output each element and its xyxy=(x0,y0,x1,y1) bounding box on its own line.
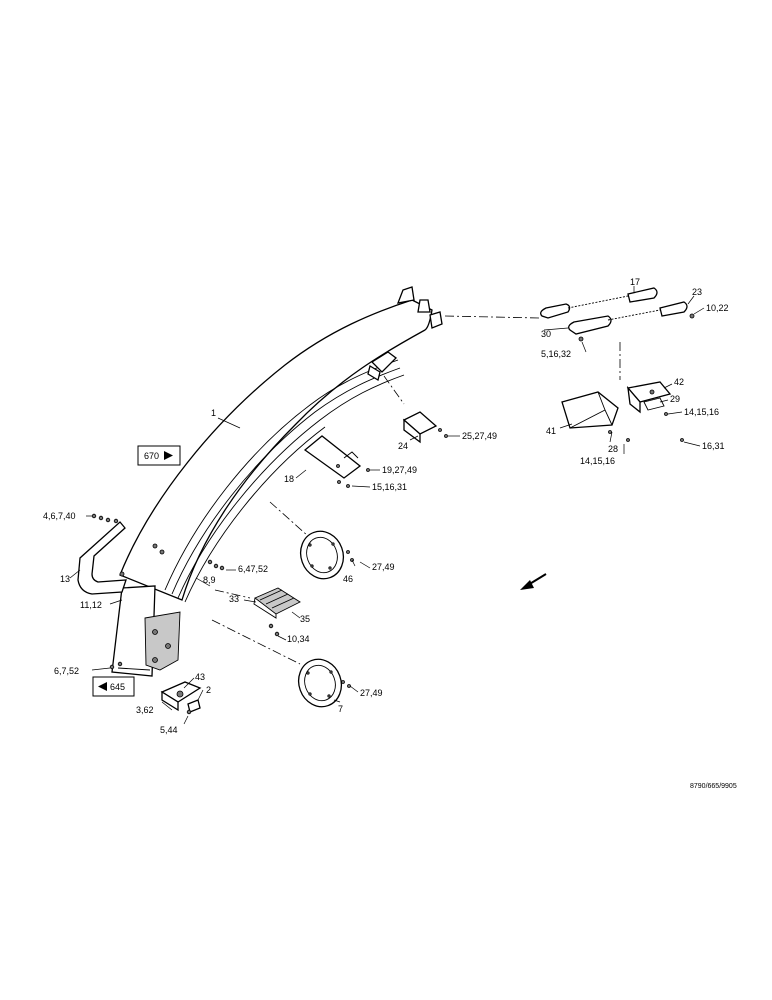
callout-2: 2 xyxy=(206,685,211,695)
angle-bracket-part xyxy=(402,411,438,444)
callout-19-27-49: 19,27,49 xyxy=(382,465,417,475)
callout-7: 7 xyxy=(338,704,343,714)
callout-28: 28 xyxy=(608,444,618,454)
callout-18: 18 xyxy=(284,474,294,484)
callout-23: 23 xyxy=(692,287,702,297)
callout-10-34: 10,34 xyxy=(287,634,310,644)
callout-13: 13 xyxy=(60,574,70,584)
assembly-lines xyxy=(211,315,621,665)
main-chute-part xyxy=(119,286,443,603)
callout-27-49-lower: 27,49 xyxy=(360,688,383,698)
callout-33: 33 xyxy=(229,594,239,604)
wear-plate-part xyxy=(253,587,301,619)
callout-24: 24 xyxy=(398,441,408,451)
callout-17: 17 xyxy=(630,277,640,287)
arrow-down-left-icon xyxy=(520,573,547,590)
callout-4-6-7-40: 4,6,7,40 xyxy=(43,511,76,521)
callout-10-22: 10,22 xyxy=(706,303,729,313)
callout-8-9: 8,9 xyxy=(203,575,216,585)
callout-30: 30 xyxy=(541,329,551,339)
callout-14-15-16-upper: 14,15,16 xyxy=(684,407,719,417)
callout-25-27-49: 25,27,49 xyxy=(462,431,497,441)
callout-11-12: 11,12 xyxy=(80,600,102,610)
callout-5-44: 5,44 xyxy=(160,725,178,735)
leader-lines xyxy=(69,286,705,725)
callout-29: 29 xyxy=(670,394,680,404)
ring-gasket-upper xyxy=(299,530,345,580)
spring-assembly-part xyxy=(540,287,695,342)
callout-15-16-31: 15,16,31 xyxy=(372,482,407,492)
mounting-bracket-part xyxy=(160,681,202,715)
lower-deflector-panel xyxy=(111,585,181,677)
callout-43: 43 xyxy=(195,672,205,682)
handle-part xyxy=(77,521,127,595)
callout-46: 46 xyxy=(343,574,353,584)
callout-16-31: 16,31 xyxy=(702,441,725,451)
hinge-bracket-part xyxy=(626,381,672,414)
reference-box-670[interactable]: 670 xyxy=(137,445,181,466)
callout-3-62: 3,62 xyxy=(136,705,154,715)
callout-1: 1 xyxy=(211,408,216,418)
cover-plate-part xyxy=(303,435,362,479)
ring-gasket-lower xyxy=(297,658,343,708)
callout-35: 35 xyxy=(300,614,310,624)
reference-number-670: 670 xyxy=(144,451,159,461)
drawing-code: 8790/665/9905 xyxy=(690,783,737,790)
housing-part xyxy=(561,391,619,429)
callout-labels: 1 4,6,7,40 13 11,12 6,7,52 8,9 6,47,52 4… xyxy=(43,277,729,735)
reference-number-645: 645 xyxy=(110,682,125,692)
callout-6-47-52: 6,47,52 xyxy=(238,564,268,574)
callout-5-16-32: 5,16,32 xyxy=(541,349,571,359)
callout-14-15-16-lower: 14,15,16 xyxy=(580,456,615,466)
arrow-left-triangle-icon xyxy=(98,682,107,691)
callout-27-49-upper: 27,49 xyxy=(372,562,395,572)
callout-42: 42 xyxy=(674,377,684,387)
reference-box-645[interactable]: 645 xyxy=(92,676,135,697)
callout-6-7-52: 6,7,52 xyxy=(54,666,79,676)
arrow-right-triangle-icon xyxy=(164,451,173,460)
fasteners xyxy=(91,412,684,688)
callout-41: 41 xyxy=(546,426,556,436)
